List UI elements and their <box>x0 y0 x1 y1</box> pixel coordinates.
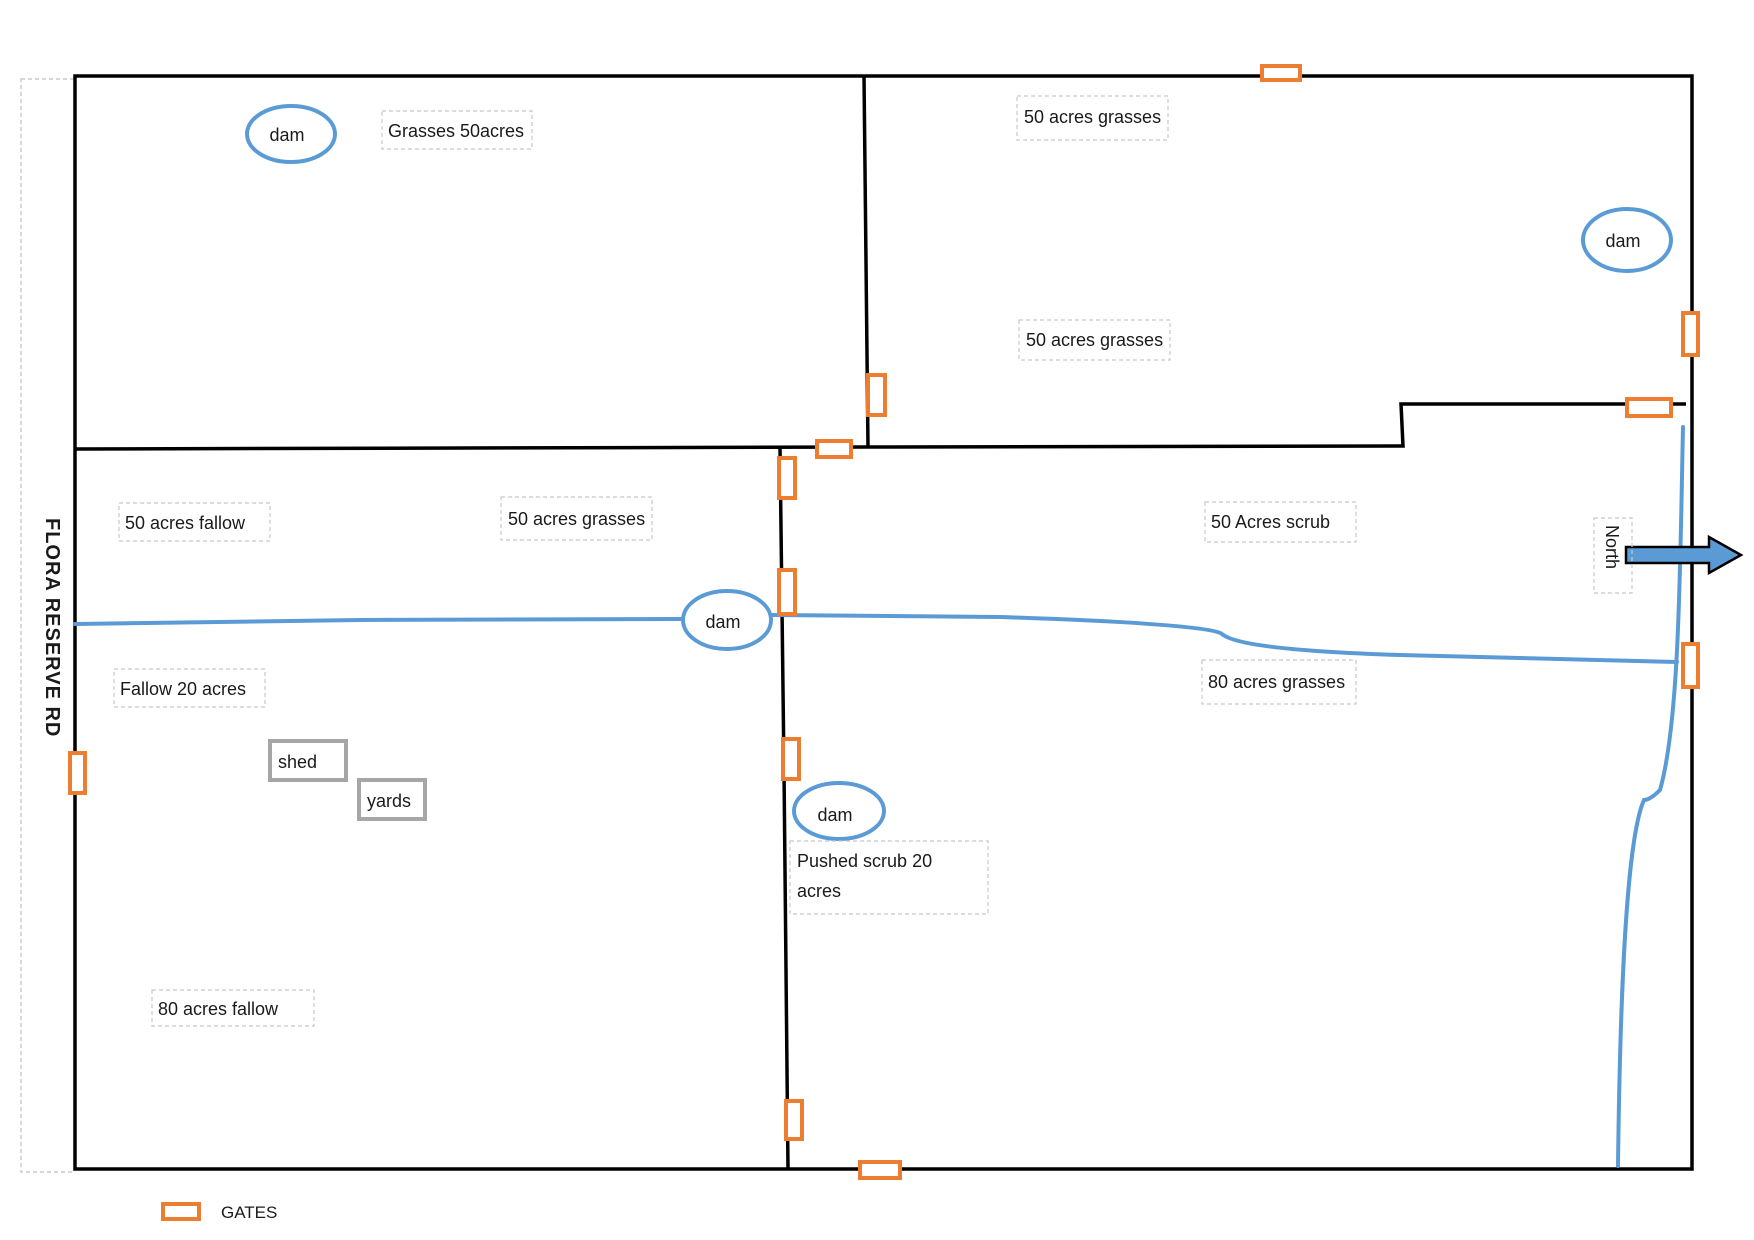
fence-east-middle <box>867 402 1686 449</box>
dam-centre-label: dam <box>705 612 740 632</box>
north-label: North <box>1602 525 1622 569</box>
legend: GATES <box>161 1202 277 1222</box>
dam-labels: dam dam dam dam <box>269 125 1640 825</box>
paddock-label: 50 acres fallow <box>125 513 246 533</box>
north-arrow <box>1624 534 1744 576</box>
paddock-label: Grasses 50acres <box>388 121 524 141</box>
gate-icon <box>777 568 797 616</box>
creeks <box>73 425 1685 1168</box>
dams <box>245 104 1673 841</box>
gate-icon <box>1260 64 1302 82</box>
paddock-label: 50 acres grasses <box>1026 330 1163 350</box>
dam-centre <box>681 589 773 651</box>
buildings <box>268 739 427 821</box>
building-labels: shed yards <box>278 752 411 811</box>
creek-west <box>73 617 684 626</box>
paddock-labels: Grasses 50acres 50 acres grasses 50 acre… <box>120 107 1622 1019</box>
paddock-label: 50 Acres scrub <box>1211 512 1330 532</box>
creek-north-south <box>1616 425 1685 1168</box>
shed-label: shed <box>278 752 317 772</box>
dam-south-label: dam <box>817 805 852 825</box>
pushed-scrub-label: acres <box>797 881 841 901</box>
shed-box <box>268 739 348 782</box>
dam-south <box>792 781 886 841</box>
paddock-label: 80 acres grasses <box>1208 672 1345 692</box>
gate-icon <box>866 373 887 417</box>
paddock-label-boxes <box>113 95 1633 1027</box>
paddock-label: 50 acres grasses <box>1024 107 1161 127</box>
fence-west-middle <box>74 445 869 451</box>
gate-icon <box>815 439 853 459</box>
fence-south-middle <box>778 446 790 1170</box>
paddock-label: 50 acres grasses <box>508 509 645 529</box>
dam-north-west <box>245 104 337 164</box>
road-strip <box>20 78 75 1173</box>
gate-icon <box>1681 642 1700 689</box>
legend-gates-label: GATES <box>221 1203 277 1222</box>
gate-icon <box>781 737 801 781</box>
gates <box>68 64 1700 1180</box>
pushed-scrub-label: Pushed scrub 20 <box>797 851 932 871</box>
dam-north-east-label: dam <box>1605 231 1640 251</box>
gate-icon <box>1681 311 1700 357</box>
gate-icon <box>68 751 87 795</box>
paddock-label: Fallow 20 acres <box>120 679 246 699</box>
gate-icon <box>777 456 797 500</box>
road-label: FLORA RESERVE RD <box>41 518 63 737</box>
legend-gate-icon <box>161 1202 201 1221</box>
gate-icon <box>1625 397 1673 418</box>
dam-north-east <box>1581 207 1673 273</box>
gate-icon <box>858 1160 902 1180</box>
creek-east <box>771 613 1679 664</box>
dam-north-west-label: dam <box>269 125 304 145</box>
paddock-label: 80 acres fallow <box>158 999 279 1019</box>
yards-box <box>357 778 427 821</box>
gate-icon <box>784 1099 804 1141</box>
yards-label: yards <box>367 791 411 811</box>
